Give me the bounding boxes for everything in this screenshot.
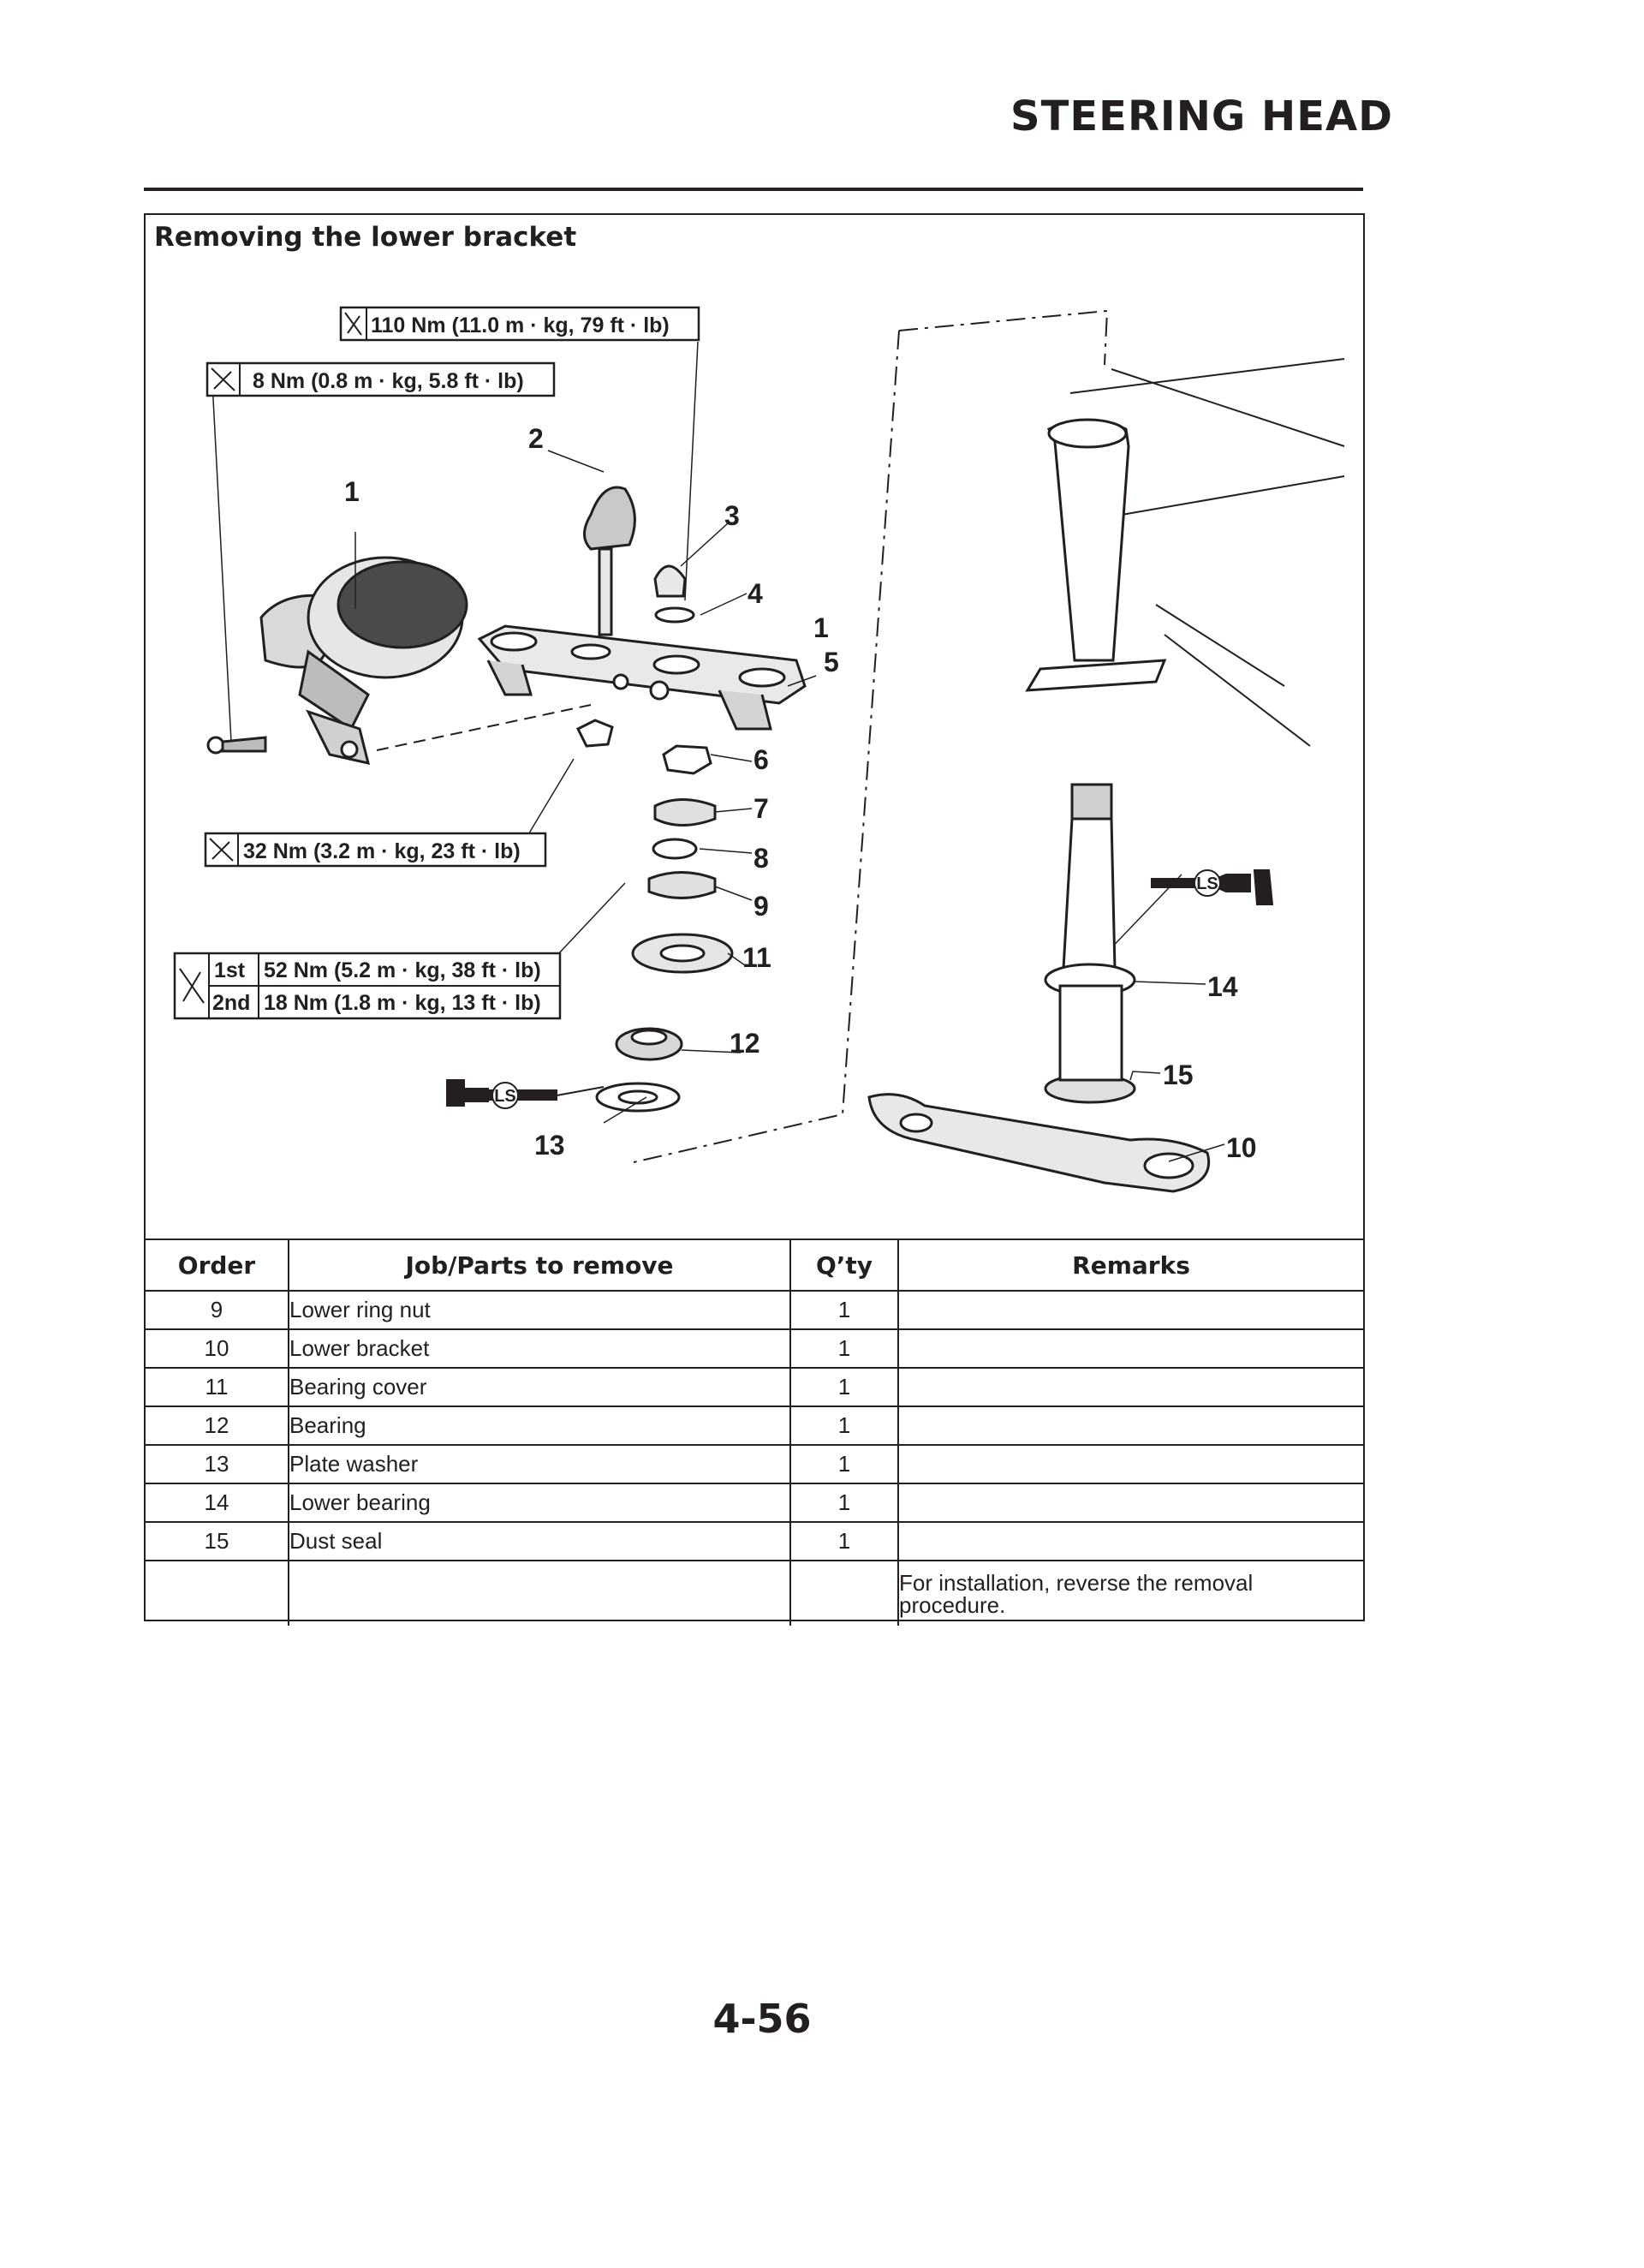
cell-qty: 1 — [789, 1406, 899, 1446]
callout-4: 4 — [748, 578, 763, 609]
callout-10: 10 — [1226, 1132, 1257, 1163]
cell-order: 14 — [146, 1483, 289, 1523]
torque-110-label: 110 Nm (11.0 m · kg, 79 ft · lb) — [371, 313, 670, 337]
callout-15: 15 — [1163, 1059, 1194, 1090]
page-number: 4-56 — [712, 1996, 812, 2042]
cell-job — [288, 1560, 791, 1626]
callout-11: 11 — [742, 942, 771, 973]
cell-remarks — [897, 1328, 1363, 1369]
headlight-part — [206, 556, 468, 765]
torque-first-label: 1st — [214, 958, 246, 982]
header-order: Order — [146, 1238, 289, 1292]
cell-remarks — [897, 1406, 1363, 1446]
upper-bracket-part — [477, 624, 807, 748]
cell-remarks — [897, 1367, 1363, 1407]
cell-qty: 1 — [789, 1367, 899, 1407]
callout-9: 9 — [754, 891, 769, 922]
table-row: 9 Lower ring nut 1 — [146, 1290, 1363, 1330]
cell-order: 12 — [146, 1406, 289, 1446]
torque-box-110 — [339, 306, 700, 342]
header-job: Job/Parts to remove — [288, 1238, 791, 1292]
header-qty: Q’ty — [789, 1238, 899, 1292]
callout-8: 8 — [754, 843, 769, 874]
cell-qty: 1 — [789, 1328, 899, 1369]
table-header-row: Order Job/Parts to remove Q’ty Remarks — [146, 1238, 1363, 1292]
table-row: For installation, reverse the removal pr… — [146, 1560, 1363, 1626]
cell-order: 11 — [146, 1367, 289, 1407]
cell-order: 13 — [146, 1444, 289, 1484]
torque-box-8 — [206, 361, 556, 397]
cell-order: 10 — [146, 1328, 289, 1369]
callout-1: 1 — [344, 476, 360, 507]
table-row: 12 Bearing 1 — [146, 1406, 1363, 1446]
torque-32-label: 32 Nm (3.2 m · kg, 23 ft · lb) — [243, 839, 521, 863]
callout-3: 3 — [724, 500, 740, 531]
table-row: 13 Plate washer 1 — [146, 1444, 1363, 1484]
torque-8-label: 8 Nm (0.8 m · kg, 5.8 ft · lb) — [253, 369, 524, 393]
parts-table: Order Job/Parts to remove Q’ty Remarks 9… — [146, 1238, 1363, 1626]
cell-order — [146, 1560, 289, 1626]
stacked-parts — [595, 744, 734, 1113]
cell-job: Bearing cover — [288, 1367, 791, 1407]
table-row: 14 Lower bearing 1 — [146, 1483, 1363, 1523]
header-rule — [144, 188, 1363, 191]
cell-qty: 1 — [789, 1521, 899, 1561]
callout-1b: 1 — [813, 612, 829, 643]
cell-job: Lower bracket — [288, 1328, 791, 1369]
ls-mark-left: LS — [494, 1087, 516, 1106]
cell-qty — [789, 1560, 899, 1626]
cell-qty: 1 — [789, 1290, 899, 1330]
cell-qty: 1 — [789, 1483, 899, 1523]
cell-order: 9 — [146, 1290, 289, 1330]
cell-remarks — [897, 1521, 1363, 1561]
page-header-title: STEERING HEAD — [1010, 93, 1393, 140]
cell-job: Dust seal — [288, 1521, 791, 1561]
torque-second-label: 2nd — [212, 991, 250, 1015]
cell-job: Lower ring nut — [288, 1290, 791, 1330]
grease-gun-icons — [446, 869, 1274, 1109]
exploded-diagram: LS LS — [146, 215, 1363, 1238]
cell-job: Plate washer — [288, 1444, 791, 1484]
procedure-frame: Removing the lower bracket — [144, 213, 1365, 1626]
table-row: 11 Bearing cover 1 — [146, 1367, 1363, 1407]
cell-remarks — [897, 1483, 1363, 1523]
torque-first-value: 52 Nm (5.2 m · kg, 38 ft · lb) — [264, 958, 541, 982]
callout-2: 2 — [528, 423, 544, 454]
cell-job: Bearing — [288, 1406, 791, 1446]
table-row: 10 Lower bracket 1 — [146, 1328, 1363, 1369]
cell-job: Lower bearing — [288, 1483, 791, 1523]
cell-remarks-installation: For installation, reverse the removal pr… — [897, 1560, 1363, 1626]
torque-box-32 — [204, 832, 547, 868]
cell-remarks — [897, 1290, 1363, 1330]
callout-13: 13 — [534, 1130, 565, 1161]
callout-6: 6 — [754, 744, 769, 775]
header-remarks: Remarks — [897, 1238, 1363, 1292]
lower-bracket-assembly — [867, 418, 1210, 1193]
cell-qty: 1 — [789, 1444, 899, 1484]
callout-5: 5 — [824, 647, 839, 677]
ls-mark-right: LS — [1196, 874, 1218, 893]
callout-14: 14 — [1207, 971, 1238, 1002]
callout-7: 7 — [754, 793, 769, 824]
diagram-svg: LS LS — [173, 306, 1345, 1193]
cell-remarks — [897, 1444, 1363, 1484]
torque-second-value: 18 Nm (1.8 m · kg, 13 ft · lb) — [264, 991, 541, 1015]
section-title: Removing the lower bracket — [154, 222, 577, 253]
table-row: 15 Dust seal 1 — [146, 1521, 1363, 1561]
cell-order: 15 — [146, 1521, 289, 1561]
callout-12: 12 — [730, 1028, 760, 1059]
